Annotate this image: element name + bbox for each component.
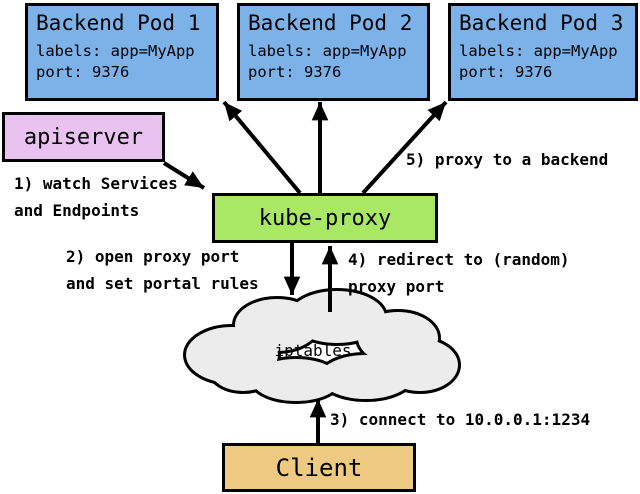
client-node: Client [222,443,416,492]
pod-port-line: port: 9376 [459,63,553,81]
pod-title: Backend Pod 1 [36,11,201,35]
pod-labels-line: labels: app=MyApp [36,42,195,60]
pod-labels-line: labels: app=MyApp [248,42,407,60]
backend-pod-1: Backend Pod 1 labels: app=MyApp port: 93… [25,3,219,101]
backend-pod-3: Backend Pod 3 labels: app=MyApp port: 93… [448,3,638,101]
client-label: Client [275,453,363,482]
step-1-watch-services: 1) watch Services and Endpoints [14,174,178,220]
pod-port-line: port: 9376 [248,63,342,81]
pod-details: labels: app=MyApp port: 9376 [36,41,208,83]
backend-pod-2: Backend Pod 2 labels: app=MyApp port: 93… [237,3,430,101]
step-5-proxy-to-backend: 5) proxy to a backend [406,150,609,169]
pod-port-line: port: 9376 [36,63,130,81]
pod-details: labels: app=MyApp port: 9376 [459,41,627,83]
pod-details: labels: app=MyApp port: 9376 [248,41,419,83]
kube-proxy-node: kube-proxy [212,193,438,243]
kube-proxy-label: kube-proxy [258,205,392,231]
step-4-redirect: 4) redirect to (random) proxy port [348,250,570,296]
pod-title: Backend Pod 2 [248,11,413,35]
pod-title: Backend Pod 3 [459,11,624,35]
apiserver-label: apiserver [23,124,144,150]
arrow-kube-proxy-to-pod-3 [361,100,448,195]
apiserver-node: apiserver [2,112,165,162]
arrow-kube-proxy-to-pod-1 [222,100,302,195]
arrow-apiserver-to-kube-proxy [162,161,206,190]
pod-labels-line: labels: app=MyApp [459,42,618,60]
step-2-open-proxy-port: 2) open proxy port and set portal rules [66,247,259,293]
step-3-connect: 3) connect to 10.0.0.1:1234 [330,410,591,429]
iptables-label: iptables [274,341,352,360]
